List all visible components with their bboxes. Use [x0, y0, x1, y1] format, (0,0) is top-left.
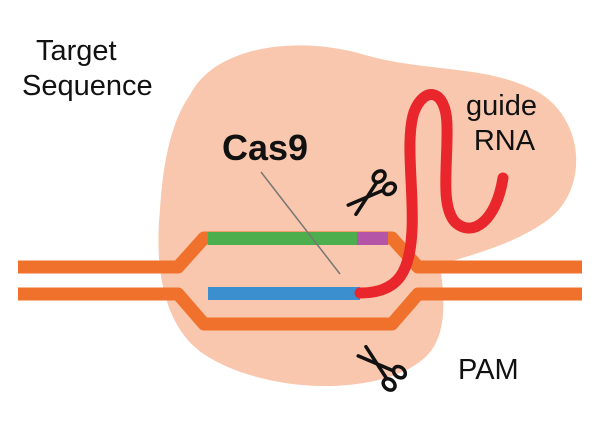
- target-sequence-label-line1: Target: [36, 35, 117, 67]
- cas9-protein-blob: [158, 45, 577, 387]
- cas9-label: Cas9: [222, 127, 309, 168]
- guide-rna-label-line2: RNA: [473, 124, 536, 157]
- pam-label: PAM: [458, 354, 519, 386]
- complementary-strand-segment: [208, 287, 360, 300]
- guide-rna-label-line1: guide: [466, 90, 537, 122]
- scissors-icon-upper: [346, 169, 398, 217]
- target-sequence-segment: [208, 232, 357, 245]
- target-sequence-label: Target Sequence: [22, 34, 153, 104]
- scissors-icon-lower: [356, 344, 408, 392]
- target-sequence-label-line2: Sequence: [22, 69, 153, 102]
- guide-rna-strand: [354, 89, 509, 299]
- dna-strand-bottom: [18, 287, 582, 331]
- cas9-pointer-line: [260, 171, 341, 275]
- pam-segment: [357, 232, 388, 245]
- guide-rna-label: guide RNA: [466, 89, 537, 159]
